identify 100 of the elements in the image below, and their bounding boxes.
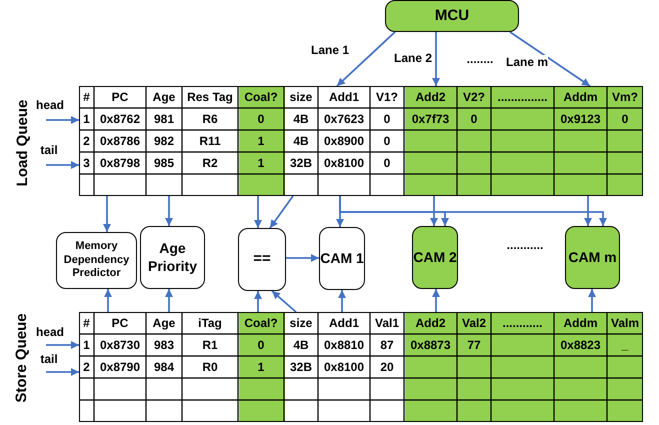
cell-value: 0x8100 bbox=[322, 155, 366, 172]
arrow bbox=[338, 290, 346, 312]
column-header: Res Tag bbox=[186, 89, 234, 106]
cell-value: 4B bbox=[292, 111, 310, 128]
arrow bbox=[584, 196, 592, 226]
arrow bbox=[269, 195, 294, 229]
column-header: ............ bbox=[501, 315, 544, 332]
ellipsis-text: ........... bbox=[506, 238, 544, 252]
process-box bbox=[319, 227, 365, 290]
column-header: Val2 bbox=[460, 315, 488, 332]
edge-label: head bbox=[36, 98, 64, 112]
column-header: Val1 bbox=[374, 315, 400, 332]
arrow bbox=[432, 32, 440, 86]
cell-value: 981 bbox=[152, 111, 176, 128]
column-header: Addm bbox=[562, 315, 598, 332]
cell-value: 0 bbox=[382, 133, 392, 150]
column-header: Valm bbox=[610, 315, 640, 332]
cell-value: 0x8790 bbox=[98, 359, 142, 376]
cell-value: 982 bbox=[152, 133, 176, 150]
cell-value: 87 bbox=[379, 337, 395, 354]
cell-value: 0x8762 bbox=[98, 111, 142, 128]
cell-value: 0 bbox=[620, 111, 630, 128]
cell-value: 0x7623 bbox=[322, 111, 366, 128]
cell-value: 1 bbox=[256, 133, 266, 150]
column-header: PC bbox=[110, 315, 130, 332]
ellipsis-text: ........ bbox=[466, 52, 494, 66]
cell-value: R11 bbox=[198, 133, 222, 150]
cell-value: 77 bbox=[466, 337, 482, 354]
edge-label: tail bbox=[40, 143, 58, 157]
column-header: Age bbox=[152, 315, 176, 332]
edge-label: Lane m bbox=[506, 55, 548, 69]
arrow bbox=[336, 31, 396, 87]
cell-value: 1 bbox=[82, 337, 91, 354]
arrow bbox=[254, 291, 262, 312]
cell-value: 0x8823 bbox=[559, 337, 602, 354]
cell-value: _ bbox=[620, 337, 630, 354]
arrow bbox=[271, 290, 297, 313]
column-header: Vm? bbox=[610, 89, 639, 106]
cell-value: 32B bbox=[288, 359, 313, 376]
edge-label: tail bbox=[40, 352, 58, 366]
cell-value: 0x8798 bbox=[98, 155, 142, 172]
cell-value: R0 bbox=[201, 359, 219, 376]
box-label: MCU bbox=[434, 6, 470, 26]
arrow bbox=[46, 116, 79, 124]
cell-value: 3 bbox=[82, 155, 91, 172]
column-header: V2? bbox=[462, 89, 486, 106]
cell-value: 0x9123 bbox=[559, 111, 602, 128]
arrow bbox=[588, 289, 596, 312]
arrow bbox=[103, 196, 111, 232]
column-header: Coal? bbox=[243, 89, 279, 106]
edge-label: head bbox=[36, 325, 64, 339]
cell-value: 984 bbox=[152, 359, 176, 376]
cell-value: 0 bbox=[470, 111, 478, 128]
cell-value: 4B bbox=[292, 133, 310, 150]
column-header: iTag bbox=[197, 315, 223, 332]
cell-value: R2 bbox=[201, 155, 219, 172]
cell-value: 1 bbox=[256, 155, 266, 172]
cell-value: 2 bbox=[82, 359, 91, 376]
box-label: Age Priority bbox=[146, 240, 198, 275]
cell-value: 4B bbox=[292, 337, 310, 354]
cell-value: 1 bbox=[82, 111, 91, 128]
table-title: Store Queue bbox=[13, 312, 31, 405]
column-header: Age bbox=[152, 89, 176, 106]
cell-value: 983 bbox=[152, 337, 176, 354]
arrow bbox=[430, 196, 438, 226]
column-header: size bbox=[288, 315, 314, 332]
box-label: CAM 1 bbox=[320, 250, 364, 268]
arrow bbox=[165, 196, 173, 226]
process-box bbox=[385, 0, 519, 32]
cell-value: 0x8900 bbox=[322, 133, 366, 150]
arrow bbox=[339, 196, 607, 226]
column-header: ............... bbox=[496, 89, 548, 106]
process-box bbox=[56, 232, 137, 289]
cell-value: R6 bbox=[201, 111, 219, 128]
arrow bbox=[510, 31, 590, 87]
cell-value: 0 bbox=[256, 111, 266, 128]
column-header: Coal? bbox=[243, 315, 279, 332]
cell-value: 32B bbox=[288, 155, 313, 172]
box-label: CAM m bbox=[568, 248, 617, 266]
arrow bbox=[104, 289, 112, 312]
process-box bbox=[238, 228, 286, 291]
column-header: size bbox=[288, 89, 314, 106]
cell-value: 0x8100 bbox=[322, 359, 366, 376]
arrow bbox=[46, 161, 79, 169]
arrow bbox=[432, 289, 440, 312]
process-box bbox=[412, 226, 458, 289]
column-header: Add1 bbox=[328, 315, 360, 332]
column-header: Add2 bbox=[414, 315, 446, 332]
cell-value: 0 bbox=[382, 111, 392, 128]
cell-value: 2 bbox=[82, 133, 91, 150]
table-title: Load Queue bbox=[14, 98, 32, 188]
cell-value: 985 bbox=[152, 155, 176, 172]
queue-table bbox=[79, 312, 643, 422]
column-header: V1? bbox=[374, 89, 399, 106]
arrow bbox=[165, 289, 173, 312]
column-header: Add2 bbox=[414, 89, 446, 106]
arrow bbox=[46, 368, 79, 376]
cell-value: 0 bbox=[382, 155, 392, 172]
process-box bbox=[140, 226, 205, 289]
process-box bbox=[565, 226, 620, 289]
